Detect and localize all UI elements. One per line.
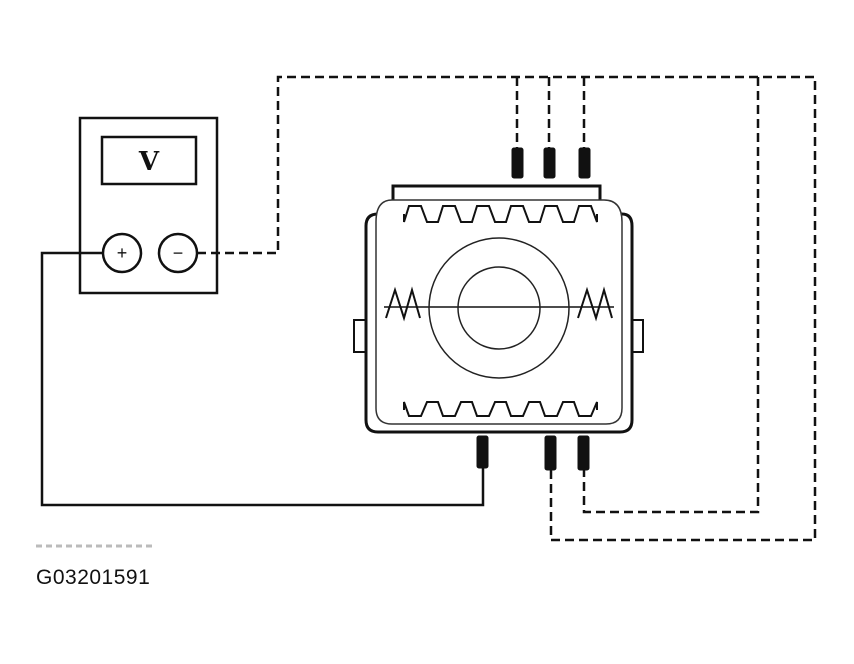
probe-bottom-1	[476, 435, 489, 469]
inner-ring	[457, 266, 541, 350]
sensor-component	[353, 184, 644, 434]
outer-ring	[428, 237, 570, 379]
top-pin-row	[403, 205, 598, 223]
bottom-pin-row	[403, 401, 598, 417]
probe-top-2	[543, 147, 556, 179]
negative-lead-branch-bottom	[582, 77, 760, 514]
probe-bottom-2	[544, 435, 557, 471]
negative-lead-main	[197, 75, 817, 542]
inner-body	[375, 199, 623, 425]
left-wave	[385, 286, 421, 322]
voltmeter-display	[100, 135, 198, 186]
probe-top-3	[578, 147, 591, 179]
probe-top-1	[511, 147, 524, 179]
figure-id: G03201591	[36, 566, 151, 589]
test-probes	[476, 147, 591, 471]
voltmeter: V + −	[78, 116, 219, 295]
right-wave	[577, 286, 613, 322]
positive-test-lead	[40, 251, 485, 507]
negative-terminal-label: −	[173, 243, 184, 263]
voltmeter-display-label: V	[138, 147, 160, 177]
negative-test-leads	[197, 75, 817, 542]
positive-terminal-label: +	[117, 243, 128, 263]
probe-bottom-3	[577, 435, 590, 471]
